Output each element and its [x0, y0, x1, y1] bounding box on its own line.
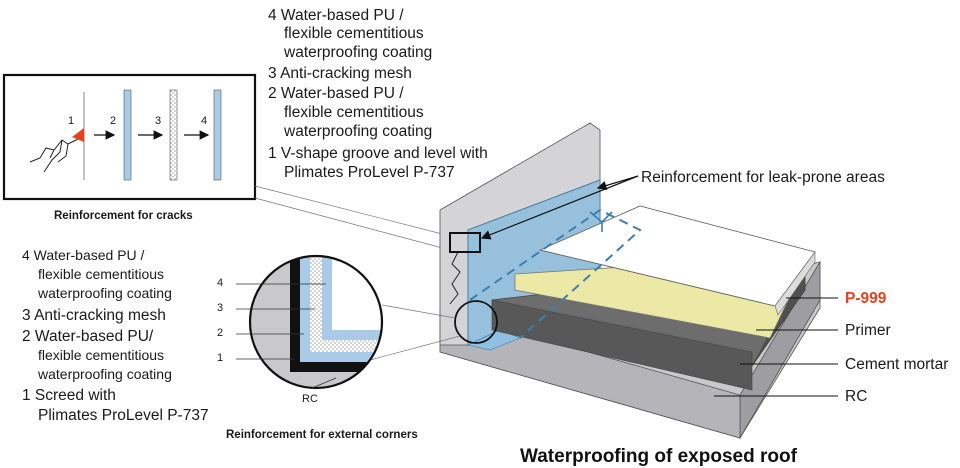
crack-detail-caption: Reinforcement for cracks [54, 210, 193, 222]
leader-line [311, 377, 337, 389]
crack-step-list: 4 Water-based PU / flexible cementitious… [268, 7, 488, 181]
reinforcement-dashed-outline [469, 208, 642, 339]
layer-label-rc: RC [845, 388, 867, 405]
corner-step-1: 1 Screed with [22, 387, 116, 404]
crack-step-4-line2: flexible cementitious [284, 25, 424, 42]
crack-step-number-1: 1 [68, 115, 74, 127]
crack-highlight-box [449, 232, 481, 253]
crack-step-2-line2: flexible cementitious [284, 104, 424, 121]
corner-step-4-line2: flexible cementitious [38, 266, 164, 282]
crack-step-3: 3 Anti-cracking mesh [268, 65, 412, 82]
crack-step-2: 2 Water-based PU / [268, 85, 404, 102]
mesh-layer-bar [169, 89, 178, 181]
leader-line [254, 185, 451, 237]
corner-highlight-circle [454, 300, 498, 344]
crack-step-number-4: 4 [201, 115, 207, 127]
corner-layer-3 [310, 256, 382, 352]
v-groove-marker [72, 128, 84, 142]
corner-rc [250, 256, 382, 388]
crack-lines [29, 137, 81, 173]
leader-line [381, 304, 456, 319]
corner-step-2-line3: waterproofing coating [37, 366, 172, 382]
crack-step-1-line2: Plimates ProLevel P-737 [284, 164, 455, 181]
corner-layer-number-2: 2 [217, 327, 223, 339]
corner-layer-number-1: 1 [217, 352, 223, 364]
corner-detail-frame [248, 254, 384, 390]
corner-step-4-line3: waterproofing coating [37, 285, 172, 301]
coating-layer-bar [123, 89, 132, 181]
corner-layer-number-4: 4 [217, 277, 223, 289]
roof-illustration [439, 122, 821, 440]
crack-detail: 1 2 3 4 [2, 73, 257, 201]
crack-step-number-3: 3 [155, 115, 161, 127]
corner-step-4: 4 Water-based PU / [22, 247, 145, 263]
corner-step-1-line2: Plimates ProLevel P-737 [38, 407, 209, 424]
crack-step-1: 1 V-shape groove and level with [268, 145, 488, 162]
cement-mortar-front [491, 299, 753, 391]
page-title: Waterproofing of exposed roof [520, 446, 798, 467]
corner-detail-caption: Reinforcement for external corners [226, 429, 418, 441]
leader-line [369, 335, 461, 361]
corner-step-list: 4 Water-based PU / flexible cementitious… [22, 247, 209, 424]
crack-step-4: 4 Water-based PU / [268, 7, 404, 24]
corner-rc-label: RC [302, 393, 318, 405]
arrow-icon [480, 175, 639, 240]
coating-layer-bar [213, 89, 222, 181]
crack-step-2-line3: waterproofing coating [283, 123, 432, 140]
corner-layer-4 [322, 256, 382, 340]
layer-label-cement: Cement mortar [845, 356, 948, 373]
layer-label-p999: P-999 [845, 290, 887, 307]
corner-step-2: 2 Water-based PU/ [22, 328, 154, 345]
leak-prone-label: Reinforcement for leak-prone areas [641, 169, 885, 186]
p999-layer-edge [774, 251, 816, 316]
crack-step-4-line3: waterproofing coating [283, 44, 432, 61]
corner-detail: RC [248, 254, 384, 405]
corner-step-3: 3 Anti-cracking mesh [22, 307, 166, 324]
corner-layer-number-3: 3 [217, 302, 223, 314]
corner-step-2-line2: flexible cementitious [38, 347, 164, 363]
layer-label-primer: Primer [845, 322, 891, 339]
crack-step-number-2: 2 [110, 115, 116, 127]
seam-marker [589, 211, 613, 232]
leader-line [254, 197, 451, 251]
wall-crack [449, 251, 461, 305]
arrow-icon [596, 175, 639, 191]
